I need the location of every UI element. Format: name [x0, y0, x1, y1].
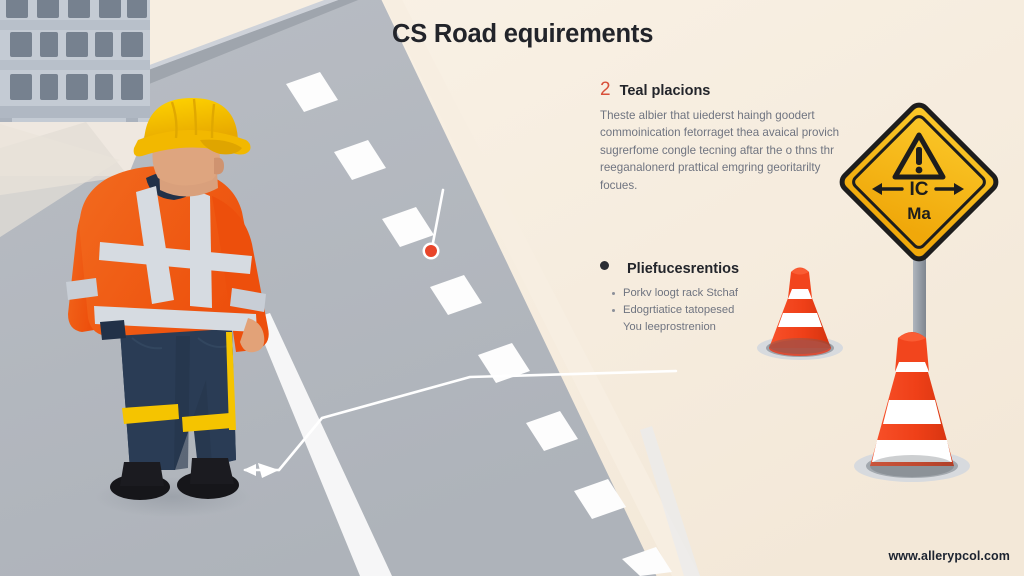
- sign-text-line1: IC: [872, 179, 964, 200]
- exclamation-triangle-icon: [892, 132, 946, 180]
- page-title: CS Road equirements: [392, 20, 654, 48]
- sidewalk: [0, 124, 120, 238]
- section-2-heading: Pliefucesrentios: [627, 261, 740, 277]
- info-panel: [381, 0, 1024, 576]
- traffic-cone-small: [757, 267, 843, 360]
- road-lane-line-right: [640, 426, 700, 576]
- road-worker: [66, 98, 269, 517]
- list-item: Porkv loogt rack Stchaf: [612, 285, 850, 302]
- sign-text-line2: Ma: [907, 204, 931, 223]
- road-edge-line: [254, 313, 392, 576]
- section-2-bullets: Porkv loogt rack Stchaf Edogrtiatice tat…: [600, 285, 850, 336]
- section-1-heading: Teal placions: [619, 83, 711, 99]
- traffic-cone-large: [854, 332, 970, 482]
- svg-text:IC: IC: [910, 179, 929, 200]
- section-1-body: Theste albier that uiederst haingh goode…: [600, 108, 840, 192]
- section-1-heading-row: 2 Teal placions: [600, 80, 860, 100]
- bullet-dot-icon: [600, 261, 609, 270]
- section-1-number: 2: [600, 79, 611, 100]
- section-1: 2 Teal placions Theste albier that uiede…: [600, 80, 860, 194]
- lane-markings: [286, 72, 672, 576]
- arrow-tip: [243, 464, 256, 476]
- list-item: You leeprostrenion: [623, 320, 716, 333]
- list-item: Edogrtiatice tatopesed: [612, 302, 850, 319]
- section-2-heading-row: Pliefucesrentios: [600, 261, 850, 278]
- red-pin-marker: [422, 188, 445, 260]
- section-2: Pliefucesrentios Porkv loogt rack Stchaf…: [600, 261, 850, 336]
- road-right-edge: [382, 0, 700, 576]
- arrow-leader: [277, 369, 678, 472]
- watermark: www.allerypcol.com: [888, 549, 1010, 563]
